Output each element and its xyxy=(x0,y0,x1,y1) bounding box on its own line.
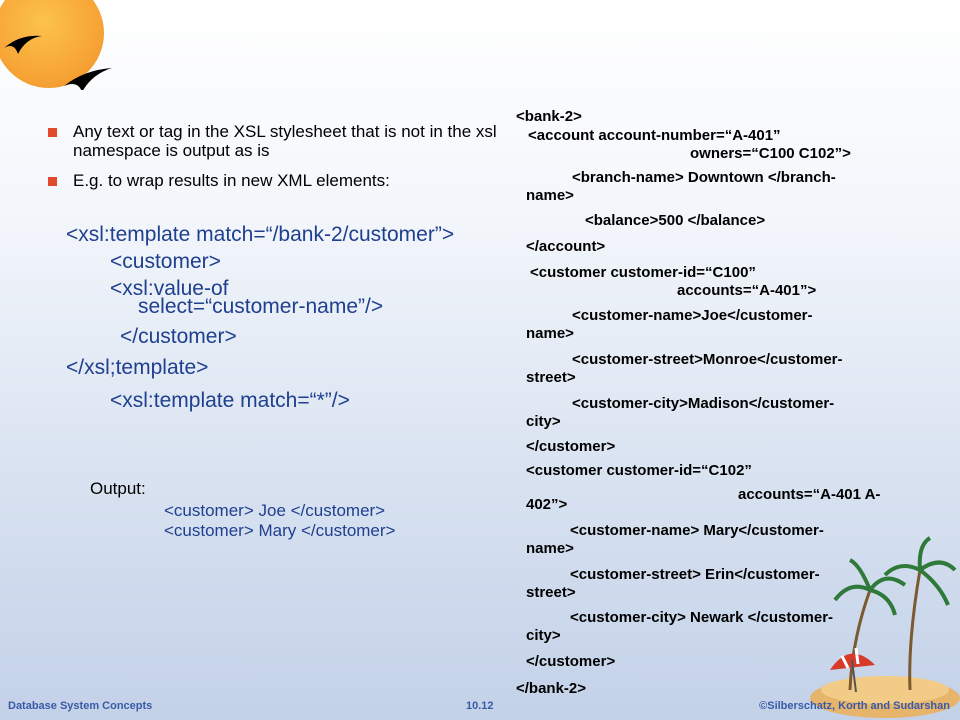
xml-line: name> xyxy=(526,540,574,557)
palm-island-icon xyxy=(810,536,960,718)
xml-line: <customer-name>Joe</customer- xyxy=(572,307,813,324)
xml-line: owners=“C100 C102”> xyxy=(690,145,851,162)
xml-line: city> xyxy=(526,627,561,644)
xml-line: <customer-street> Erin</customer- xyxy=(570,566,820,583)
output-label: Output: xyxy=(90,479,146,498)
xml-line: city> xyxy=(526,413,561,430)
xml-line: street> xyxy=(526,584,576,601)
xml-line: street> xyxy=(526,369,576,386)
bullet-item: E.g. to wrap results in new XML elements… xyxy=(48,171,508,190)
footer-page-number: 10.12 xyxy=(466,700,494,712)
bullet-marker xyxy=(48,128,57,137)
xml-line: </bank-2> xyxy=(516,680,587,697)
xml-line: </customer> xyxy=(526,653,616,670)
xml-line: </customer> xyxy=(526,438,616,455)
xml-line: 402”> xyxy=(526,496,568,513)
bullet-marker xyxy=(48,177,57,186)
bullet-list: Any text or tag in the XSL stylesheet th… xyxy=(48,122,508,201)
beach-umbrella-icon xyxy=(830,647,875,693)
xml-line: <bank-2> xyxy=(516,108,582,125)
xml-line: name> xyxy=(526,325,574,342)
xml-line: name> xyxy=(526,187,574,204)
xml-line: <branch-name> Downtown </branch- xyxy=(572,169,836,186)
code-line: </customer> xyxy=(120,325,237,348)
xml-line: <customer-name> Mary</customer- xyxy=(570,522,824,539)
output-line: <customer> Mary </customer> xyxy=(164,521,396,540)
xml-line: accounts=“A-401 A- xyxy=(738,486,881,503)
footer-copyright: ©Silberschatz, Korth and Sudarshan xyxy=(759,700,950,712)
output-line: <customer> Joe </customer> xyxy=(164,501,386,520)
code-line: <xsl:template match=“/bank-2/customer”> xyxy=(66,223,455,246)
xml-line: <customer-street>Monroe</customer- xyxy=(572,351,843,368)
bullet-text: E.g. to wrap results in new XML elements… xyxy=(73,171,390,190)
xml-line: accounts=“A-401”> xyxy=(677,282,817,299)
xml-line: <balance>500 </balance> xyxy=(585,212,766,229)
xml-line: </account> xyxy=(526,238,606,255)
code-line: </xsl;template> xyxy=(66,356,209,379)
birds-icon xyxy=(4,35,112,90)
code-line: <customer> xyxy=(110,250,221,273)
xml-line: <customer-city> Newark </customer- xyxy=(570,609,834,626)
code-line: <xsl:template match=“*”/> xyxy=(110,389,350,412)
xml-line: <customer-city>Madison</customer- xyxy=(572,395,835,412)
xml-line: <customer customer-id=“C102” xyxy=(526,462,752,479)
xml-line: <customer customer-id=“C100” xyxy=(530,264,756,281)
bullet-text: Any text or tag in the XSL stylesheet th… xyxy=(73,122,497,160)
footer-course: Database System Concepts xyxy=(8,700,153,712)
code-line: <xsl:value-of xyxy=(110,277,229,300)
xml-line: <account account-number=“A-401” xyxy=(528,127,781,144)
bullet-item: Any text or tag in the XSL stylesheet th… xyxy=(48,122,508,160)
code-line: select=“customer-name”/> xyxy=(138,295,384,318)
